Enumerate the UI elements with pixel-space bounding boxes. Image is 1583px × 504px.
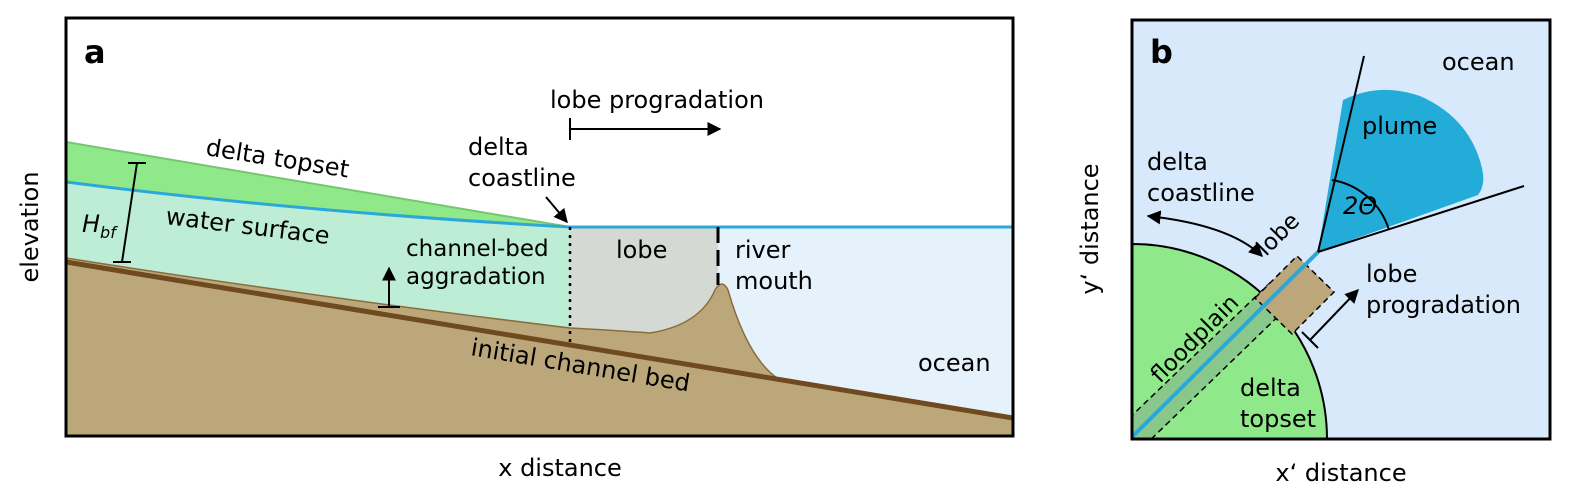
y-axis-label: elevation	[16, 171, 44, 282]
panel-b-frame	[1130, 18, 1552, 441]
lobe-label: lobe	[616, 236, 667, 264]
delta-topset-b-line1: delta	[1240, 374, 1301, 402]
panel-b: b ocean plume 2Θ delta coastline lobe lo…	[1076, 18, 1552, 487]
delta-coastline-b-line2: coastline	[1147, 179, 1255, 207]
angle-label: 2Θ	[1343, 192, 1377, 220]
lobe-progradation-b-line2: progradation	[1366, 291, 1521, 319]
angle-arc	[1331, 179, 1390, 231]
lobe-progradation-arrow	[569, 118, 722, 140]
ocean-label-a: ocean	[918, 349, 991, 377]
plume-label: plume	[1362, 112, 1437, 140]
channel-bed-aggradation-line1: channel-bed	[406, 236, 549, 262]
y-prime-axis-label: y‘ distance	[1076, 163, 1104, 294]
coastline-double-arrow	[1146, 210, 1264, 257]
topset-line	[66, 141, 571, 228]
hbf-bracket	[113, 162, 146, 263]
plume-ray-upper	[1317, 55, 1365, 253]
lobe-region	[570, 227, 718, 333]
floodplain-edge-right	[1150, 300, 1295, 439]
x-prime-axis-label: x‘ distance	[1275, 459, 1406, 487]
delta-topset-b-line2: topset	[1240, 405, 1316, 433]
floodplain-edge-left	[1132, 279, 1274, 417]
plume-ray-lower	[1317, 185, 1525, 253]
hbf-label: Hbf	[82, 210, 118, 242]
plume-shape	[1318, 89, 1484, 252]
lobe-progradation-b-line1: lobe	[1366, 260, 1417, 288]
channel-line-b	[1132, 250, 1320, 439]
ocean-label-b: ocean	[1442, 48, 1515, 76]
river-mouth-line1: river	[735, 236, 791, 264]
initial-channel-bed-line	[66, 259, 1013, 421]
panel-a: a Hbf delta topset water surface channel…	[16, 16, 1015, 482]
river-mouth-line2: mouth	[735, 267, 813, 295]
water-region	[66, 182, 570, 330]
channel-bed-line	[66, 257, 781, 381]
aggradation-arrow	[378, 266, 400, 308]
x-axis-label: x distance	[498, 454, 622, 482]
delta-coastline-line1: delta	[468, 133, 529, 161]
delta-coastline-b-line1: delta	[1147, 148, 1208, 176]
panel-a-frame	[64, 16, 1015, 438]
coastline-pointer-arrow	[545, 196, 568, 224]
lobe-progradation-label: lobe progradation	[550, 86, 764, 114]
delta-coastline-line2: coastline	[468, 164, 576, 192]
panel-b-letter: b	[1150, 33, 1173, 71]
channel-bed-aggradation-line2: aggradation	[406, 264, 546, 290]
lobe-rectangle	[1253, 254, 1336, 336]
water-surface-line	[66, 180, 1013, 229]
lobe-progradation-b-arrow	[1301, 288, 1359, 349]
panel-a-letter: a	[84, 33, 106, 71]
